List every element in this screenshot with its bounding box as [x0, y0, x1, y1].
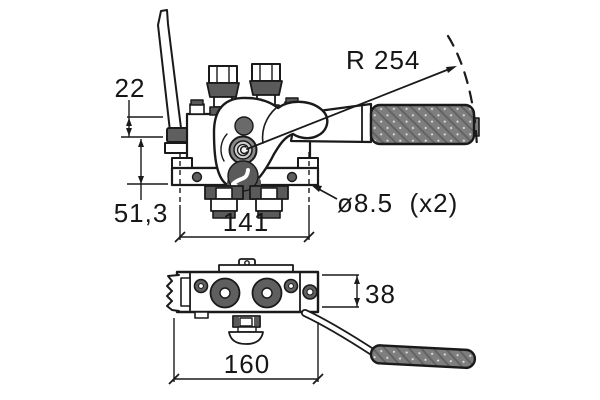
body-bolt-left [189, 99, 205, 115]
dim-160: 160 [168, 318, 324, 385]
dim-141: 141 [174, 152, 315, 243]
swing-arc [446, 34, 479, 150]
release-lever [157, 9, 182, 132]
dim-hole-label: ø8.5 (x2) [337, 188, 458, 218]
side-view-dimensions: 22 51,3 141 ø8.5 (x2) R 254 [114, 45, 458, 243]
plan-left-bracket [180, 277, 191, 307]
cam-crease-line [261, 107, 277, 144]
dim-radius-label: R 254 [346, 45, 420, 75]
plan-handle-rod [302, 310, 377, 356]
cam-inner-arc [220, 133, 228, 162]
dim-51-3: 51,3 [114, 139, 169, 228]
cam-roller [234, 116, 254, 136]
plan-end-serration [166, 274, 180, 312]
plan-screw-top-left [193, 278, 209, 294]
dim-22: 22 [115, 73, 163, 138]
pivot-bolt [228, 135, 258, 165]
body-left-step [164, 142, 190, 154]
plan-handle-grip [369, 344, 477, 370]
flange-screw-left [191, 171, 203, 183]
plan-screw-top-right [283, 278, 299, 294]
dim-hole-callout: ø8.5 (x2) [310, 184, 458, 218]
plan-bottom-tab [194, 311, 209, 319]
flange-tab-right [297, 157, 319, 169]
flange-screw-right [286, 171, 298, 183]
dim-51-3-label: 51,3 [114, 198, 169, 228]
side-view [157, 9, 480, 219]
flange-tab-left [171, 157, 193, 169]
radius-arrowhead [446, 66, 457, 73]
plan-pivot-screw [302, 284, 318, 300]
radius-leader-line [246, 67, 453, 150]
plan-port-left [209, 277, 241, 309]
dim-141-label: 141 [223, 207, 269, 237]
dim-160-label: 160 [224, 349, 270, 379]
plan-port-right [251, 277, 283, 309]
dim-38: 38 [322, 274, 396, 309]
bottom-fitting-left [204, 185, 244, 219]
dim-38-label: 38 [365, 279, 396, 309]
dim-22-label: 22 [115, 73, 146, 103]
plan-relief-valve [228, 315, 264, 345]
handle-grip-side [369, 103, 476, 146]
bottom-fitting-right [249, 185, 289, 219]
plan-view [166, 258, 477, 370]
plan-view-dimensions: 38 160 [168, 274, 396, 385]
